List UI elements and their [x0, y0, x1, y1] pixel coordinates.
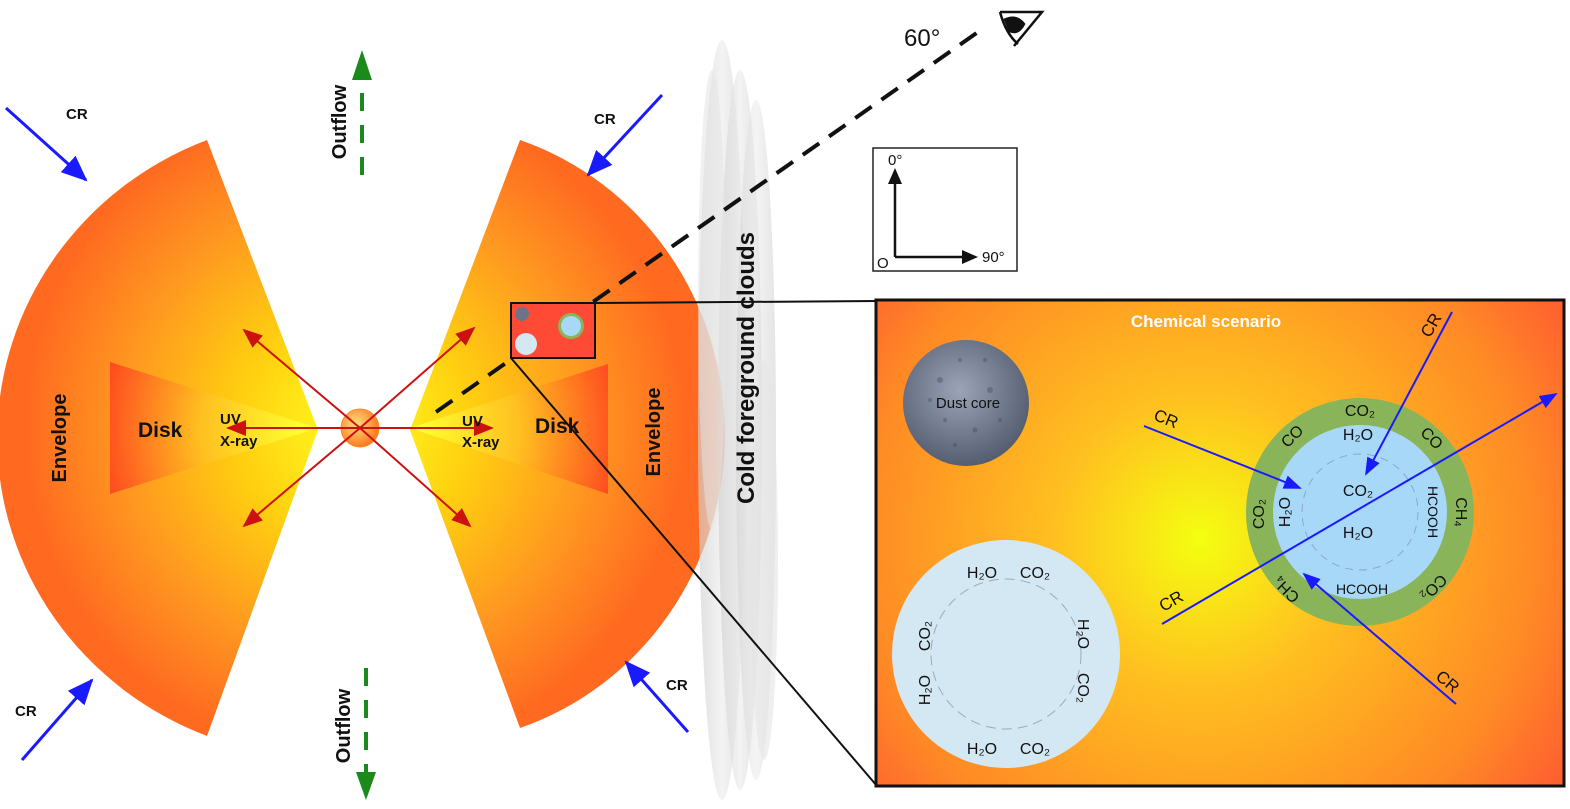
inset-title: Chemical scenario — [1131, 312, 1281, 331]
compass-origin-label: O — [877, 255, 889, 272]
mantle-core-outline — [1301, 453, 1419, 571]
xray-label-right: X-ray — [462, 434, 500, 451]
cr-label-top-left: CR — [66, 106, 88, 123]
disk-label-right: Disk — [535, 415, 580, 438]
left-disk — [110, 362, 318, 494]
ice-mol-5: H₂O — [917, 675, 934, 705]
xray-label-left: X-ray — [220, 433, 258, 450]
ice-mol-7: CO₂ — [1074, 673, 1091, 703]
right-disk — [410, 364, 608, 494]
outer-mol-co2-left: CO₂ — [1251, 499, 1268, 529]
envelope-label-right: Envelope — [643, 388, 665, 477]
dust-texture — [928, 358, 1002, 447]
zoom-source-box — [510, 302, 596, 359]
ice-grain-core-outline — [930, 578, 1082, 730]
radiation-arrows — [226, 326, 494, 528]
cr-label-bottom-left: CR — [15, 703, 37, 720]
outer-mol-ch4-right: CH₄ — [1452, 497, 1469, 527]
outflow-bottom-arrow — [356, 668, 376, 800]
ice-mol-4: CO₂ — [1020, 741, 1050, 758]
angle-label: 60° — [904, 25, 940, 52]
cr-label-top-right: CR — [594, 111, 616, 128]
inset-cr-arrows — [1143, 311, 1558, 705]
cr-label-bottom-right: CR — [666, 677, 688, 694]
cold-clouds-label: Cold foreground clouds — [733, 232, 760, 504]
ice-mol-8: H₂O — [1074, 619, 1091, 649]
eye-icon — [998, 10, 1045, 47]
envelope-label-left: Envelope — [49, 394, 71, 483]
orientation-compass — [872, 147, 1018, 272]
inner-mol-co2-center: CO₂ — [1343, 483, 1373, 500]
green-grain-inner-molecules: H₂O CO₂ H₂O H₂O HCOOH HCOOH — [1277, 427, 1441, 597]
ice-mantle — [1273, 425, 1447, 599]
dust-core-label: Dust core — [936, 395, 1000, 412]
outflow-top-arrow — [352, 50, 372, 175]
outflow-top-label: Outflow — [329, 84, 351, 159]
ice-mol-6: CO₂ — [917, 621, 934, 651]
compass-zero-label: 0° — [888, 152, 902, 169]
cold-foreground-clouds — [698, 40, 778, 800]
ice-mol-2: CO₂ — [1020, 565, 1050, 582]
inner-mol-h2o-left: H₂O — [1277, 497, 1294, 527]
zoom-connector-top — [594, 300, 878, 304]
dust-core — [903, 340, 1029, 466]
compass-ninety-label: 90° — [982, 249, 1005, 266]
uv-label-right: UV — [462, 413, 483, 430]
cr-arrows — [4, 93, 690, 761]
ice-grain — [892, 540, 1120, 768]
inner-mol-h2o-top: H₂O — [1343, 427, 1373, 444]
inner-mol-hcooh-right: HCOOH — [1425, 486, 1441, 538]
outer-mol-co2-top: CO₂ — [1345, 403, 1375, 420]
uv-label-left: UV — [220, 411, 241, 428]
ice-grain-molecules: H₂O CO₂ H₂O CO₂ H₂O CO₂ CO₂ H₂O — [917, 565, 1091, 758]
ice-mol-1: H₂O — [967, 565, 997, 582]
inner-mol-hcooh-bottom: HCOOH — [1336, 581, 1388, 597]
zoom-connector-bottom — [510, 357, 878, 787]
ice-mol-3: H₂O — [967, 741, 997, 758]
outflow-bottom-label: Outflow — [333, 688, 355, 763]
inner-mol-h2o-center: H₂O — [1343, 525, 1373, 542]
disk-label-left: Disk — [138, 419, 183, 442]
